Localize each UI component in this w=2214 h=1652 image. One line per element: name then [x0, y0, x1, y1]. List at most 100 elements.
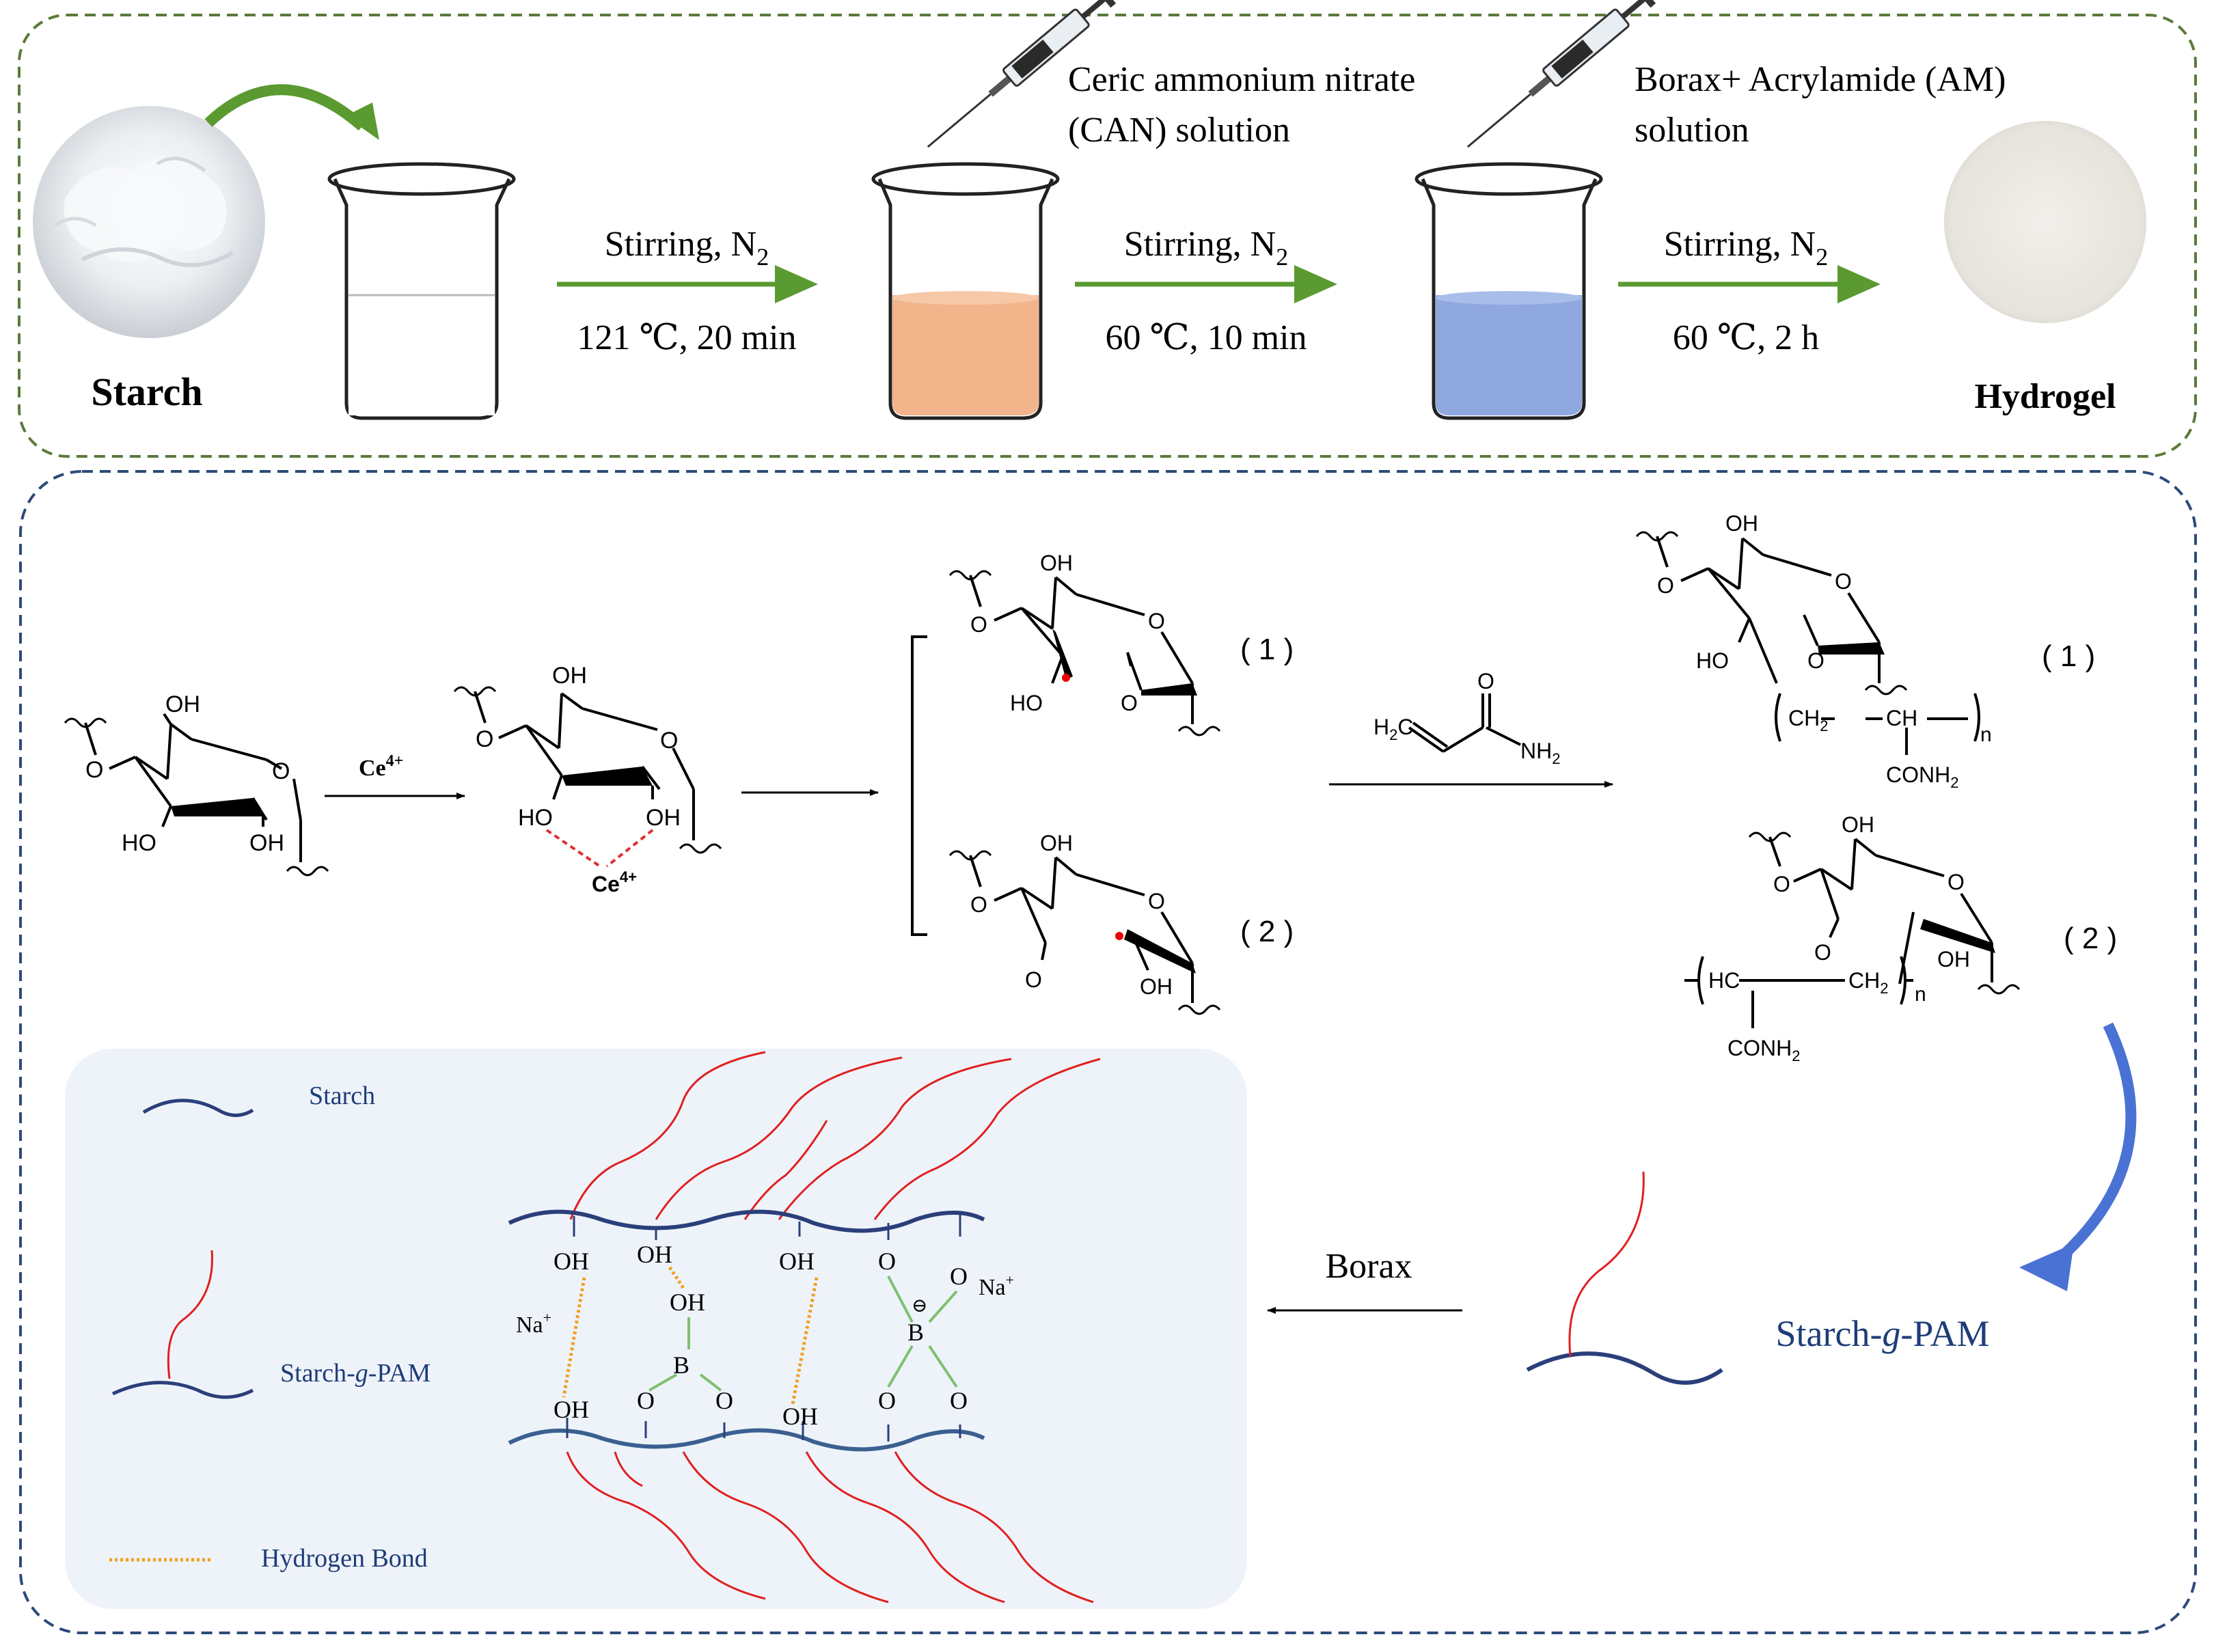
- aldehyde-o: O: [1807, 648, 1824, 673]
- graft-product-2: OH O O O OH HC CH2 n CONH2: [1684, 812, 2021, 1064]
- oh-3: OH: [779, 1248, 815, 1275]
- o-label: O: [970, 612, 987, 637]
- mechanism-border: [19, 470, 2197, 1634]
- mechanism-panel: OH O O HO OH Ce4+ OH: [19, 470, 2197, 1634]
- starch-g-pam-branch: [1568, 1171, 1645, 1357]
- pam-chains-bottom: [566, 1451, 1094, 1603]
- legend-graft-swatch: [111, 1381, 254, 1399]
- label-2b: ( 2 ): [2064, 922, 2117, 955]
- borate-minus: ⊖: [912, 1295, 927, 1317]
- borate-bonds: [648, 1276, 958, 1392]
- oh-2: OH: [637, 1241, 672, 1268]
- label-1b: ( 1 ): [2042, 639, 2095, 673]
- syringe-2: [1466, 0, 1656, 148]
- ring-o-label: O: [1148, 609, 1165, 633]
- starch-photo: [33, 106, 265, 338]
- label-1: ( 1 ): [1240, 633, 1294, 666]
- oh-1: OH: [554, 1248, 589, 1275]
- beaker-2: [871, 162, 1060, 420]
- oh-label-2: OH: [1937, 947, 1970, 972]
- b-2: B: [907, 1319, 924, 1346]
- o-label: O: [476, 726, 493, 752]
- conh2-label: CONH2: [1886, 762, 1958, 791]
- ce-complex-unit: OH O O HO OH Ce4+: [453, 663, 722, 896]
- network-bg: [65, 1049, 1247, 1609]
- legend-starch-swatch: [142, 1099, 254, 1117]
- legend-graft: Starch-g-PAM: [280, 1359, 430, 1388]
- curved-arrow-green: [204, 84, 366, 131]
- lower-backbone: [508, 1428, 985, 1452]
- o-low-2: O: [715, 1387, 733, 1414]
- na-1: Na+: [516, 1309, 551, 1338]
- na-2: Na+: [979, 1271, 1014, 1300]
- oh-label-2: OH: [646, 805, 681, 831]
- process-border: [18, 14, 2197, 458]
- ring-o-label: O: [1835, 569, 1852, 594]
- aldehyde-o: O: [1121, 691, 1138, 715]
- network-panel: Starch Starch-g-PAM Hydrogen Bond: [65, 1049, 1247, 1609]
- syringe2-line2: solution: [1635, 111, 1749, 150]
- ring-o-label: O: [1948, 870, 1965, 894]
- oh-label-2: OH: [1140, 974, 1173, 999]
- starch-g-pam-backbone: [1526, 1351, 1723, 1385]
- borax-label: Borax: [1325, 1247, 1412, 1286]
- aldehyde-o: O: [1025, 967, 1042, 992]
- oh-label: OH: [165, 691, 200, 717]
- ho-label: HO: [122, 830, 156, 856]
- legend-starch: Starch: [309, 1082, 375, 1110]
- oh-label: OH: [1725, 511, 1758, 536]
- syringe1-line1: Ceric ammonium nitrate: [1068, 60, 1415, 99]
- oh-label: OH: [552, 663, 587, 689]
- syringe1-line2: (CAN) solution: [1068, 111, 1290, 150]
- hbond-3: [668, 1266, 685, 1289]
- ce-complex: Ce4+: [592, 868, 637, 896]
- ring-o-label: O: [1148, 889, 1165, 913]
- hbond-1: [562, 1277, 586, 1398]
- oh-label: OH: [1040, 831, 1073, 855]
- oh-borate: OH: [670, 1289, 705, 1316]
- upper-backbone: [508, 1209, 985, 1233]
- blue-curved-arrow-head: [2019, 1243, 2074, 1291]
- oh-label-2: OH: [249, 830, 284, 856]
- radical-dot: [1115, 932, 1123, 940]
- am-o: O: [1477, 669, 1494, 693]
- ch-label: CH: [1886, 706, 1917, 730]
- step3-bottom: 60 ℃, 2 h: [1673, 318, 1819, 357]
- ch2-label: CH2: [1848, 968, 1888, 997]
- beaker-3: [1414, 162, 1603, 420]
- hydrogel-photo: [1944, 121, 2146, 323]
- legend-graft-branch: [167, 1250, 213, 1379]
- starch-g-pam-label: Starch-g-PAM: [1775, 1313, 1989, 1354]
- acrylamide: H2C O NH2: [1374, 669, 1560, 767]
- o-label: O: [970, 892, 987, 917]
- starch-label: Starch: [91, 370, 202, 414]
- am-h2c: H2C: [1374, 715, 1413, 743]
- graft-product-1: OH O O HO O CH2 CH CONH2 n: [1635, 511, 1992, 791]
- hc-label: HC: [1708, 968, 1740, 993]
- step1-top: Stirring, N2: [605, 225, 769, 271]
- o-label: O: [85, 757, 103, 783]
- o-low-3: O: [878, 1387, 896, 1414]
- am-nh2: NH2: [1520, 739, 1560, 767]
- ho-label: HO: [1696, 648, 1729, 673]
- oh-stems: [566, 1213, 961, 1442]
- hydrogel-label: Hydrogel: [1974, 377, 2116, 416]
- n-label: n: [1980, 724, 1992, 746]
- syringe-1: [927, 0, 1117, 148]
- o-up-1: O: [878, 1248, 896, 1275]
- step3-top: Stirring, N2: [1664, 225, 1828, 271]
- blue-curved-arrow: [2049, 1022, 2137, 1269]
- ho-label: HO: [1010, 691, 1043, 715]
- syringe2-line1: Borax+ Acrylamide (AM): [1635, 60, 2006, 99]
- aldehyde-o: O: [1814, 940, 1831, 965]
- oh-4: OH: [554, 1396, 589, 1423]
- o-label: O: [1773, 872, 1790, 896]
- oh-label: OH: [1040, 551, 1073, 575]
- radical-2: OH O O O OH: [948, 831, 1221, 1015]
- o-low-4: O: [950, 1387, 968, 1414]
- oh-5: OH: [782, 1403, 818, 1430]
- o-low-1: O: [637, 1387, 655, 1414]
- process-panel: Starch: [18, 0, 2197, 458]
